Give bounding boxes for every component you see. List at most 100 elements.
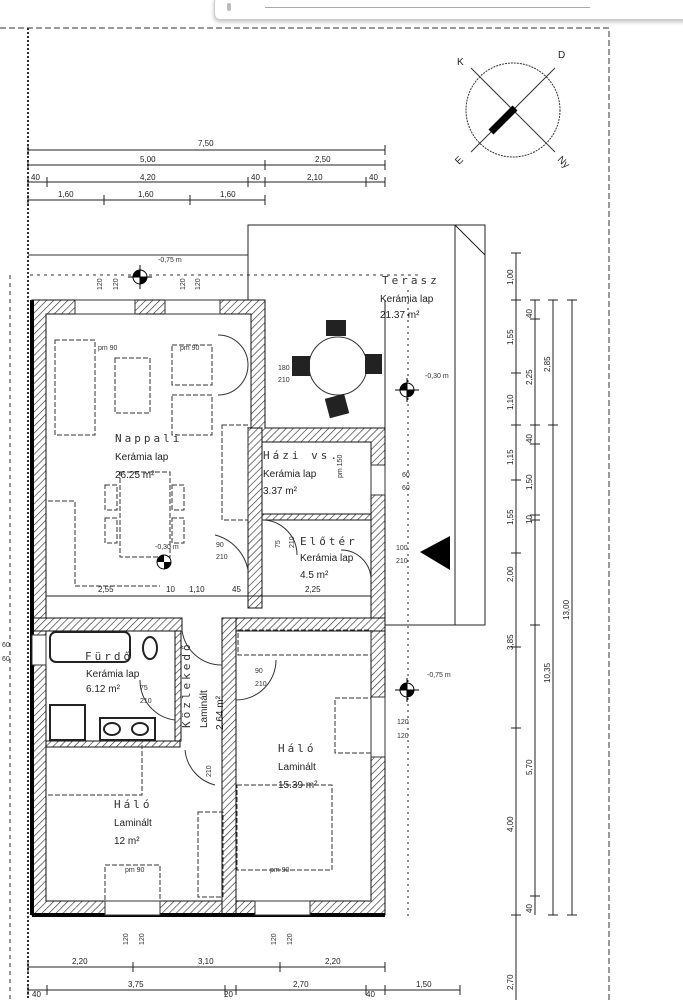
opening-label: 60	[2, 656, 10, 663]
room-name: Háló	[278, 742, 317, 755]
room-name: Fürdő	[85, 650, 133, 663]
windows	[31, 299, 386, 916]
room-name: Közlekedő	[180, 641, 193, 728]
room-floor: Kerámia lap	[86, 669, 140, 680]
parapet-label: pm 90	[180, 345, 200, 352]
room-area: 4.5 m²	[300, 570, 329, 581]
room-name: Előtér	[300, 535, 358, 548]
dim-label: 1,60	[220, 190, 236, 199]
opening-label: 120	[397, 719, 409, 726]
room-floor: Kerámia lap	[263, 469, 317, 480]
opening-label: 120	[287, 933, 294, 945]
opening-label: 100	[396, 545, 408, 552]
dim-label: 2,70	[506, 974, 515, 990]
room-area: 6.12 m²	[86, 684, 121, 695]
north-arrow-compass: K D Ny E	[453, 50, 571, 171]
drag-handle[interactable]	[227, 3, 231, 11]
room-floor: Kerámia lap	[380, 294, 434, 305]
room-name: Házi vs.	[263, 449, 340, 462]
dim-label: 10	[166, 585, 175, 594]
dim-label: 2,25	[305, 585, 321, 594]
opening-label: 90	[216, 542, 224, 549]
room-floor: Kerámia lap	[300, 553, 354, 564]
compass-label-d: D	[558, 50, 565, 61]
opening-label: 210	[140, 698, 152, 705]
room-floor: Laminált	[278, 762, 316, 773]
dim-label: 40	[251, 173, 260, 182]
level-marker-icon	[395, 678, 419, 702]
dim-label: 1,55	[506, 509, 515, 525]
level-label: -0,30 m	[155, 544, 179, 551]
dim-label: 45	[232, 585, 241, 594]
floating-toolbar[interactable]	[214, 0, 683, 20]
top-dimension-lines	[27, 145, 386, 205]
compass-label-k: K	[457, 57, 464, 68]
dim-label: 2,70	[293, 980, 309, 989]
dim-label: 1,50	[416, 980, 432, 989]
parapet-label: pm 90	[125, 867, 145, 874]
toolbar-slider-track[interactable]	[265, 7, 590, 8]
entrance-arrow-icon	[420, 536, 450, 570]
dim-label: 40	[525, 309, 534, 318]
room-area: 15.39 m²	[278, 780, 318, 791]
level-marker-icon	[156, 554, 172, 570]
dim-label: 3,75	[128, 980, 144, 989]
level-marker-icon	[395, 378, 419, 402]
room-area: 21.37 m²	[380, 310, 420, 321]
room-bedroom-2: Háló Laminált 12 m²	[114, 798, 153, 847]
right-dimension-lines	[511, 252, 577, 1000]
dim-label: 1,10	[189, 585, 205, 594]
dim-label: 4,00	[506, 816, 515, 832]
room-area: 26.25 m²	[115, 470, 155, 481]
level-label: -0,30 m	[425, 373, 449, 380]
opening-label: 120	[397, 733, 409, 740]
bottom-dimension-lines	[27, 962, 461, 995]
opening-label: 210	[206, 765, 213, 777]
dim-label: 20	[224, 990, 233, 999]
dim-label: 2,85	[543, 356, 552, 372]
terrace-outline	[247, 224, 486, 920]
dim-label: 2,00	[506, 566, 515, 582]
parapet-label: pm 90	[98, 345, 118, 352]
parapet-label: pm 150	[337, 455, 344, 478]
dim-label: 1,10	[506, 394, 515, 410]
dim-label: 40	[31, 173, 40, 182]
dim-label: 5,00	[140, 155, 156, 164]
opening-label: 90	[255, 668, 263, 675]
dim-label: 3,10	[198, 957, 214, 966]
opening-label: 210	[255, 681, 267, 688]
furniture	[48, 339, 372, 902]
room-floor: Laminált	[114, 818, 152, 829]
doors	[139, 334, 372, 786]
dim-label: 40	[369, 173, 378, 182]
level-label: -0,75 m	[158, 257, 182, 264]
compass-label-ny: Ny	[555, 154, 571, 170]
dim-label: 40	[32, 990, 41, 999]
dim-label: 13,00	[562, 599, 571, 620]
level-marker-icon	[128, 265, 152, 289]
room-living: Nappali Kerámia lap 26.25 m²	[115, 432, 179, 481]
dim-label: 1,60	[58, 190, 74, 199]
dim-label: 1,55	[506, 329, 515, 345]
parapet-label: pm 90	[270, 867, 290, 874]
dim-label: 2,25	[525, 369, 534, 385]
room-name: Háló	[114, 798, 153, 811]
opening-label: 120	[180, 278, 187, 290]
room-terrace: Terasz Kerámia lap 21.37 m²	[380, 274, 440, 321]
opening-label: 120	[123, 933, 130, 945]
dim-label: 40	[366, 990, 375, 999]
dim-label: 4,20	[140, 173, 156, 182]
room-floor: Kerámia lap	[115, 452, 169, 463]
dim-label: 1,60	[138, 190, 154, 199]
room-bath: Fürdő Kerámia lap 6.12 m²	[85, 650, 140, 695]
dim-label: 2,10	[307, 173, 323, 182]
opening-label: 210	[278, 377, 290, 384]
terrace-table-set	[292, 320, 382, 419]
room-name: Terasz	[382, 274, 440, 287]
compass-label-e: E	[453, 154, 466, 167]
opening-label: 75	[275, 540, 282, 548]
opening-label: 210	[216, 554, 228, 561]
dim-label: 1,00	[506, 269, 515, 285]
dim-label: 2,55	[98, 585, 114, 594]
